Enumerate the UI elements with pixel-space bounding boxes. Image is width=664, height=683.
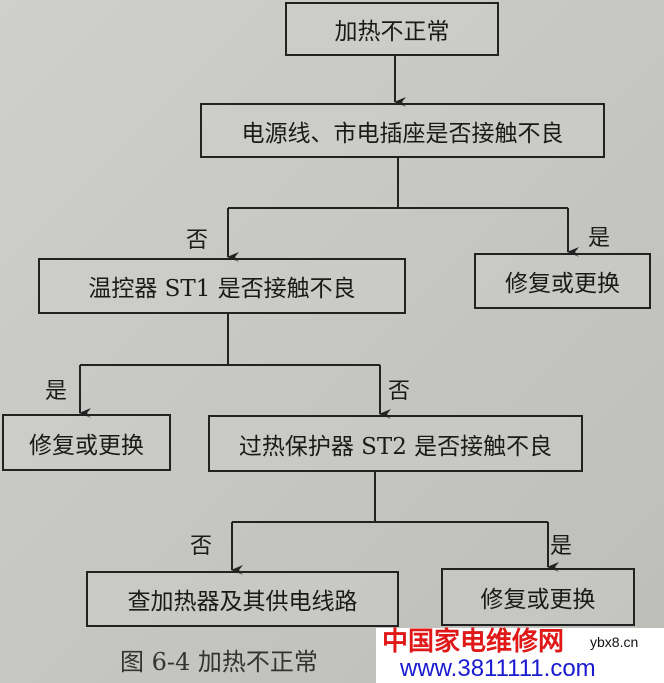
watermark-small-text: ybx8.cn: [590, 634, 639, 650]
node-st1-check: 温控器 ST1 是否接触不良: [38, 258, 406, 314]
label-power-yes: 是: [588, 226, 611, 251]
node-repair-2: 修复或更换: [2, 414, 171, 471]
node-st2-check: 过热保护器 ST2 是否接触不良: [208, 415, 583, 472]
node-repair-1: 修复或更换: [474, 253, 651, 309]
watermark-url: www.3811111.com: [400, 655, 596, 682]
watermark-site-name: 中国家电维修网: [382, 627, 565, 657]
label-st1-no: 否: [388, 379, 411, 404]
node-check-heater: 查加热器及其供电线路: [86, 571, 399, 627]
label-st2-no: 否: [190, 534, 213, 559]
watermark-background: [376, 628, 664, 683]
figure-caption: 图 6-4 加热不正常: [120, 648, 318, 676]
node-repair-3: 修复或更换: [441, 568, 635, 626]
node-start: 加热不正常: [285, 2, 499, 56]
label-power-no: 否: [186, 228, 209, 253]
label-st2-yes: 是: [550, 534, 573, 559]
node-power-check: 电源线、市电插座是否接触不良: [200, 103, 605, 158]
label-st1-yes: 是: [45, 379, 68, 404]
